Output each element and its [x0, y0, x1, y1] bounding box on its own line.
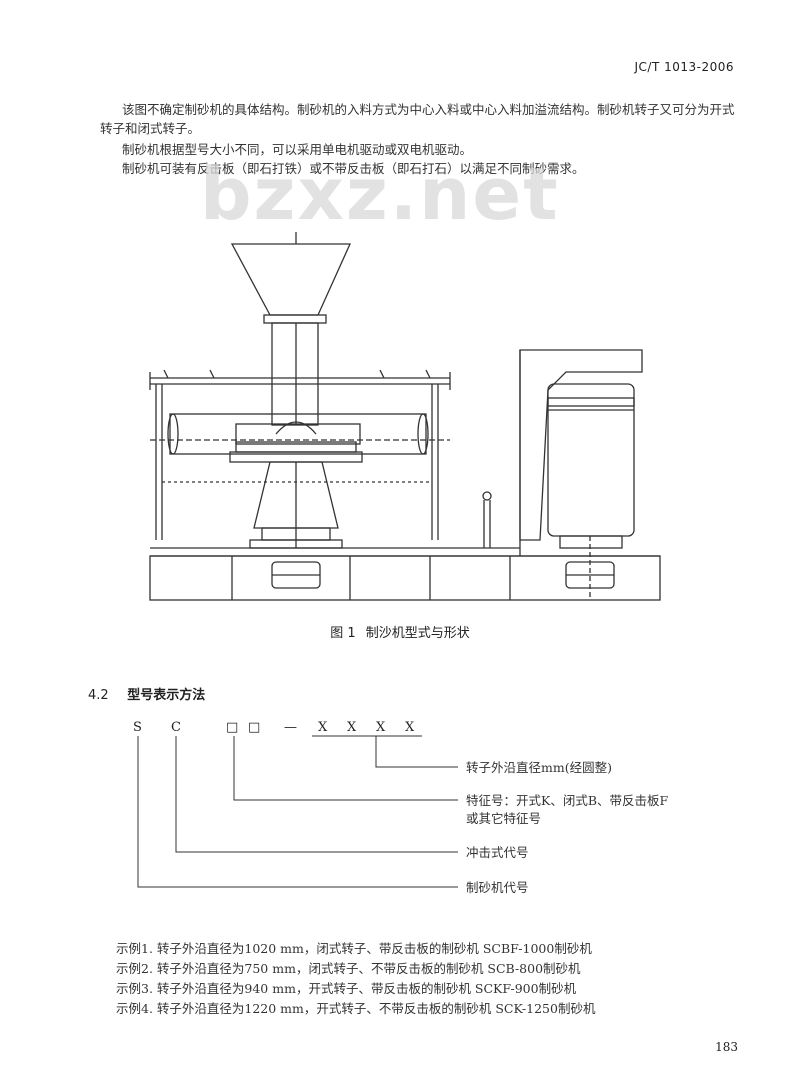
example-4: 示例4. 转子外沿直径为1220 mm，开式转子、不带反击板的制砂机 SCK-1… — [116, 1001, 596, 1016]
code-char-x-2: X — [347, 720, 357, 735]
motor — [547, 383, 635, 537]
code-char-x-3: X — [376, 720, 386, 735]
spindle-housing — [253, 461, 339, 529]
watermark: bzxz.net — [200, 152, 560, 236]
figure-number: 图 1 — [330, 626, 356, 641]
code-char-box-2: □ — [248, 720, 261, 735]
code-char-x-4: X — [405, 720, 415, 735]
label-diameter: 转子外沿直径mm(经圆整) — [466, 760, 612, 775]
code-char-x-1: X — [318, 720, 328, 735]
page-number: 183 — [715, 1040, 738, 1054]
paragraph-impact-plate: 制砂机可装有反击板（即石打铁）或不带反击板（即石打石）以满足不同制砂需求。 — [122, 161, 585, 176]
code-char-s: S — [133, 720, 142, 735]
motor-stand — [519, 349, 643, 541]
figure-caption: 图 1 制沙机型式与形状 — [0, 622, 800, 641]
example-2: 示例2. 转子外沿直径为750 mm，闭式转子、不带反击板的制砂机 SCB-80… — [116, 961, 581, 976]
feed-tube — [271, 322, 319, 426]
paragraph-drive: 制砂机根据型号大小不同，可以采用单电机驱动或双电机驱动。 — [122, 142, 473, 157]
code-char-dash: — — [284, 720, 297, 735]
rotor-body — [169, 413, 427, 455]
base-frame — [149, 555, 661, 601]
label-feature-line2: 或其它特征号 — [466, 811, 542, 826]
section-title: 型号表示方法 — [127, 688, 206, 703]
feed-hopper — [230, 243, 352, 316]
section-number: 4.2 — [88, 688, 109, 703]
label-impact-code: 冲击式代号 — [466, 845, 529, 860]
figure-title: 制沙机型式与形状 — [365, 626, 470, 641]
code-char-box-1: □ — [226, 720, 239, 735]
rotor-dome — [275, 421, 317, 435]
label-machine-code: 制砂机代号 — [466, 880, 529, 895]
example-1: 示例1. 转子外沿直径为1020 mm，闭式转子、带反击板的制砂机 SCBF-1… — [116, 941, 592, 956]
example-3: 示例3. 转子外沿直径为940 mm，开式转子、带反击板的制砂机 SCKF-90… — [116, 981, 577, 996]
standard-number: JC/T 1013-2006 — [634, 60, 734, 74]
label-feature-line1: 特征号：开式K、闭式B、带反击板F — [466, 793, 669, 808]
model-code-lines — [137, 735, 458, 888]
feed-flange — [263, 314, 327, 324]
section-heading: 4.2 型号表示方法 — [88, 684, 205, 703]
code-char-c: C — [171, 720, 181, 735]
paragraph-structure: 该图不确定制砂机的具体结构。制砂机的入料方式为中心入料或中心入料加溢流结构。制砂… — [100, 102, 735, 136]
